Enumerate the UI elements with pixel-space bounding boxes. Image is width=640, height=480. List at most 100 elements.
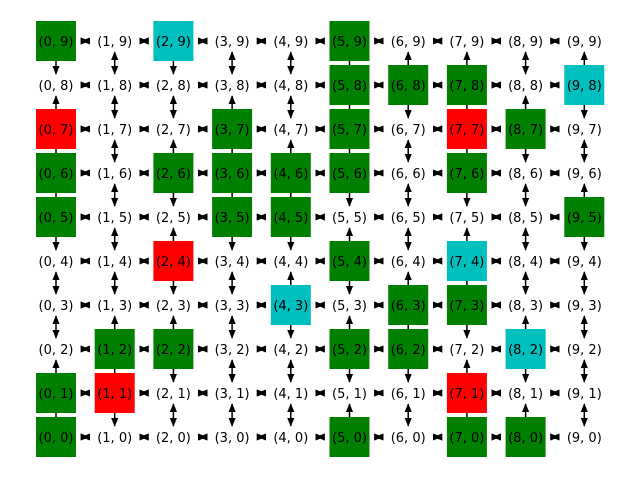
node-box-green	[36, 417, 76, 457]
node-label: (3, 4)	[215, 255, 250, 270]
node-label: (6, 5)	[391, 211, 426, 226]
node-label: (8, 5)	[508, 211, 543, 226]
node-box-green	[329, 153, 370, 193]
node-box-green	[36, 373, 76, 413]
node-label: (8, 0)	[508, 431, 543, 446]
node-label: (6, 1)	[391, 387, 426, 402]
node-label: (4, 7)	[273, 123, 308, 138]
node-box-red	[94, 373, 135, 413]
node-label: (3, 2)	[215, 343, 250, 358]
node-label: (0, 7)	[39, 123, 74, 138]
node-box-green	[388, 285, 429, 325]
node-box-green	[36, 153, 76, 193]
node-label: (1, 7)	[97, 123, 132, 138]
node-box-cyan	[505, 329, 546, 369]
node-box-green	[212, 109, 253, 149]
node-box-green	[446, 285, 487, 325]
node-label: (0, 6)	[39, 167, 74, 182]
node-box-green	[153, 329, 194, 369]
node-label: (4, 2)	[273, 343, 308, 358]
node-label: (4, 9)	[273, 35, 308, 50]
node-label: (2, 5)	[156, 211, 191, 226]
node-label: (6, 2)	[391, 343, 426, 358]
node-label: (1, 6)	[97, 167, 132, 182]
node-label: (5, 7)	[332, 123, 367, 138]
node-label: (3, 5)	[215, 211, 250, 226]
node-box-green	[329, 21, 370, 61]
node-label: (1, 2)	[97, 343, 132, 358]
node-label: (6, 0)	[391, 431, 426, 446]
node-label: (0, 8)	[39, 79, 74, 94]
node-label: (5, 0)	[332, 431, 367, 446]
node-label: (5, 3)	[332, 299, 367, 314]
edges-layer	[52, 37, 588, 441]
node-box-green	[329, 109, 370, 149]
node-label: (4, 0)	[273, 431, 308, 446]
node-box-green	[212, 197, 253, 237]
node-label: (7, 6)	[449, 167, 484, 182]
node-label: (1, 4)	[97, 255, 132, 270]
node-label: (9, 8)	[567, 79, 602, 94]
node-label: (0, 5)	[39, 211, 74, 226]
node-label: (3, 9)	[215, 35, 250, 50]
node-box-red	[153, 241, 194, 281]
node-label: (3, 8)	[215, 79, 250, 94]
node-label: (9, 7)	[567, 123, 602, 138]
node-label: (2, 9)	[156, 35, 191, 50]
node-label: (2, 4)	[156, 255, 191, 270]
node-box-green	[36, 21, 76, 61]
node-label: (9, 6)	[567, 167, 602, 182]
node-label: (4, 1)	[273, 387, 308, 402]
node-label: (3, 1)	[215, 387, 250, 402]
node-box-green	[388, 329, 429, 369]
node-label: (4, 3)	[273, 299, 308, 314]
node-label: (8, 3)	[508, 299, 543, 314]
node-box-cyan	[446, 241, 487, 281]
node-label: (2, 1)	[156, 387, 191, 402]
node-label: (2, 3)	[156, 299, 191, 314]
node-label: (8, 6)	[508, 167, 543, 182]
node-label: (9, 1)	[567, 387, 602, 402]
node-label: (1, 3)	[97, 299, 132, 314]
node-label: (9, 9)	[567, 35, 602, 50]
node-label: (2, 7)	[156, 123, 191, 138]
node-box-green	[153, 153, 194, 193]
node-label: (1, 9)	[97, 35, 132, 50]
node-label: (8, 2)	[508, 343, 543, 358]
node-label: (6, 4)	[391, 255, 426, 270]
node-label: (7, 9)	[449, 35, 484, 50]
node-label: (9, 2)	[567, 343, 602, 358]
node-label: (7, 5)	[449, 211, 484, 226]
node-box-green	[212, 153, 253, 193]
node-label: (7, 8)	[449, 79, 484, 94]
node-label: (9, 0)	[567, 431, 602, 446]
node-label: (9, 5)	[567, 211, 602, 226]
node-label: (1, 8)	[97, 79, 132, 94]
node-box-green	[270, 197, 311, 237]
node-box-green	[94, 329, 135, 369]
node-label: (8, 9)	[508, 35, 543, 50]
node-label: (3, 0)	[215, 431, 250, 446]
node-label: (7, 0)	[449, 431, 484, 446]
node-label: (8, 4)	[508, 255, 543, 270]
node-label: (8, 8)	[508, 79, 543, 94]
node-box-red	[36, 109, 76, 149]
node-label: (8, 1)	[508, 387, 543, 402]
node-label: (7, 4)	[449, 255, 484, 270]
node-label: (7, 2)	[449, 343, 484, 358]
node-label: (9, 4)	[567, 255, 602, 270]
node-label: (5, 1)	[332, 387, 367, 402]
node-label: (1, 0)	[97, 431, 132, 446]
node-label: (0, 4)	[39, 255, 74, 270]
node-label: (0, 3)	[39, 299, 74, 314]
node-label: (3, 3)	[215, 299, 250, 314]
node-box-green	[505, 417, 546, 457]
node-box-green	[446, 417, 487, 457]
node-box-green	[329, 417, 370, 457]
node-box-green	[329, 65, 370, 105]
node-label: (3, 7)	[215, 123, 250, 138]
node-box-green	[446, 65, 487, 105]
node-label: (3, 6)	[215, 167, 250, 182]
node-label: (4, 8)	[273, 79, 308, 94]
